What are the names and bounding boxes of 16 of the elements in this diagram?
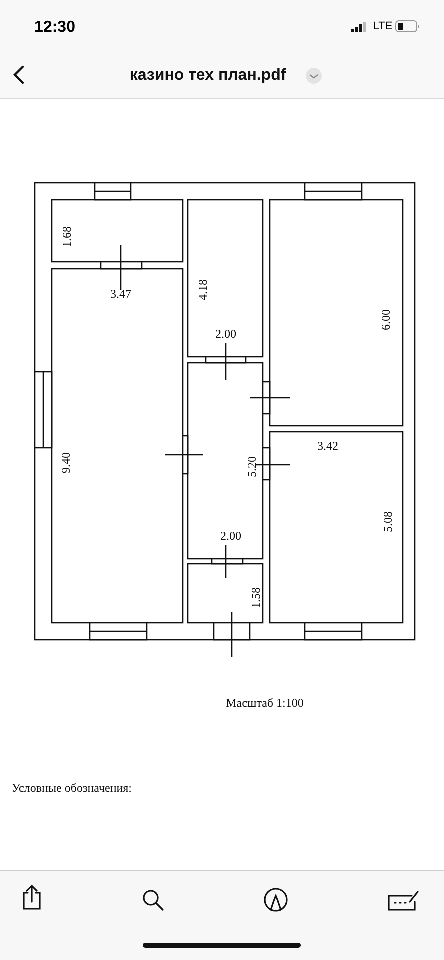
dimension-text: 1.58 bbox=[250, 588, 262, 608]
time-text: 12:30 bbox=[34, 20, 76, 36]
dimension-text: 3.42 bbox=[318, 440, 338, 452]
dimension-text: 1.68 bbox=[61, 226, 73, 248]
dimension-text: 4.18 bbox=[197, 280, 209, 300]
dimension-text: 3.47 bbox=[110, 288, 132, 300]
dimension-text: 6.00 bbox=[380, 310, 392, 330]
legend-heading: Условные обозначения: bbox=[12, 782, 132, 794]
scale-text: Масштаб 1:100 bbox=[226, 697, 304, 709]
dimension-text: 2.00 bbox=[216, 328, 236, 340]
dimension-text: 5.08 bbox=[382, 512, 394, 532]
dimension-text: 5.20 bbox=[246, 456, 258, 478]
file-title: казино тех план.pdf bbox=[130, 68, 286, 84]
network-text: LTE bbox=[373, 22, 393, 32]
dimension-text: 2.00 bbox=[220, 530, 242, 542]
dimension-text: 9.40 bbox=[60, 452, 72, 474]
